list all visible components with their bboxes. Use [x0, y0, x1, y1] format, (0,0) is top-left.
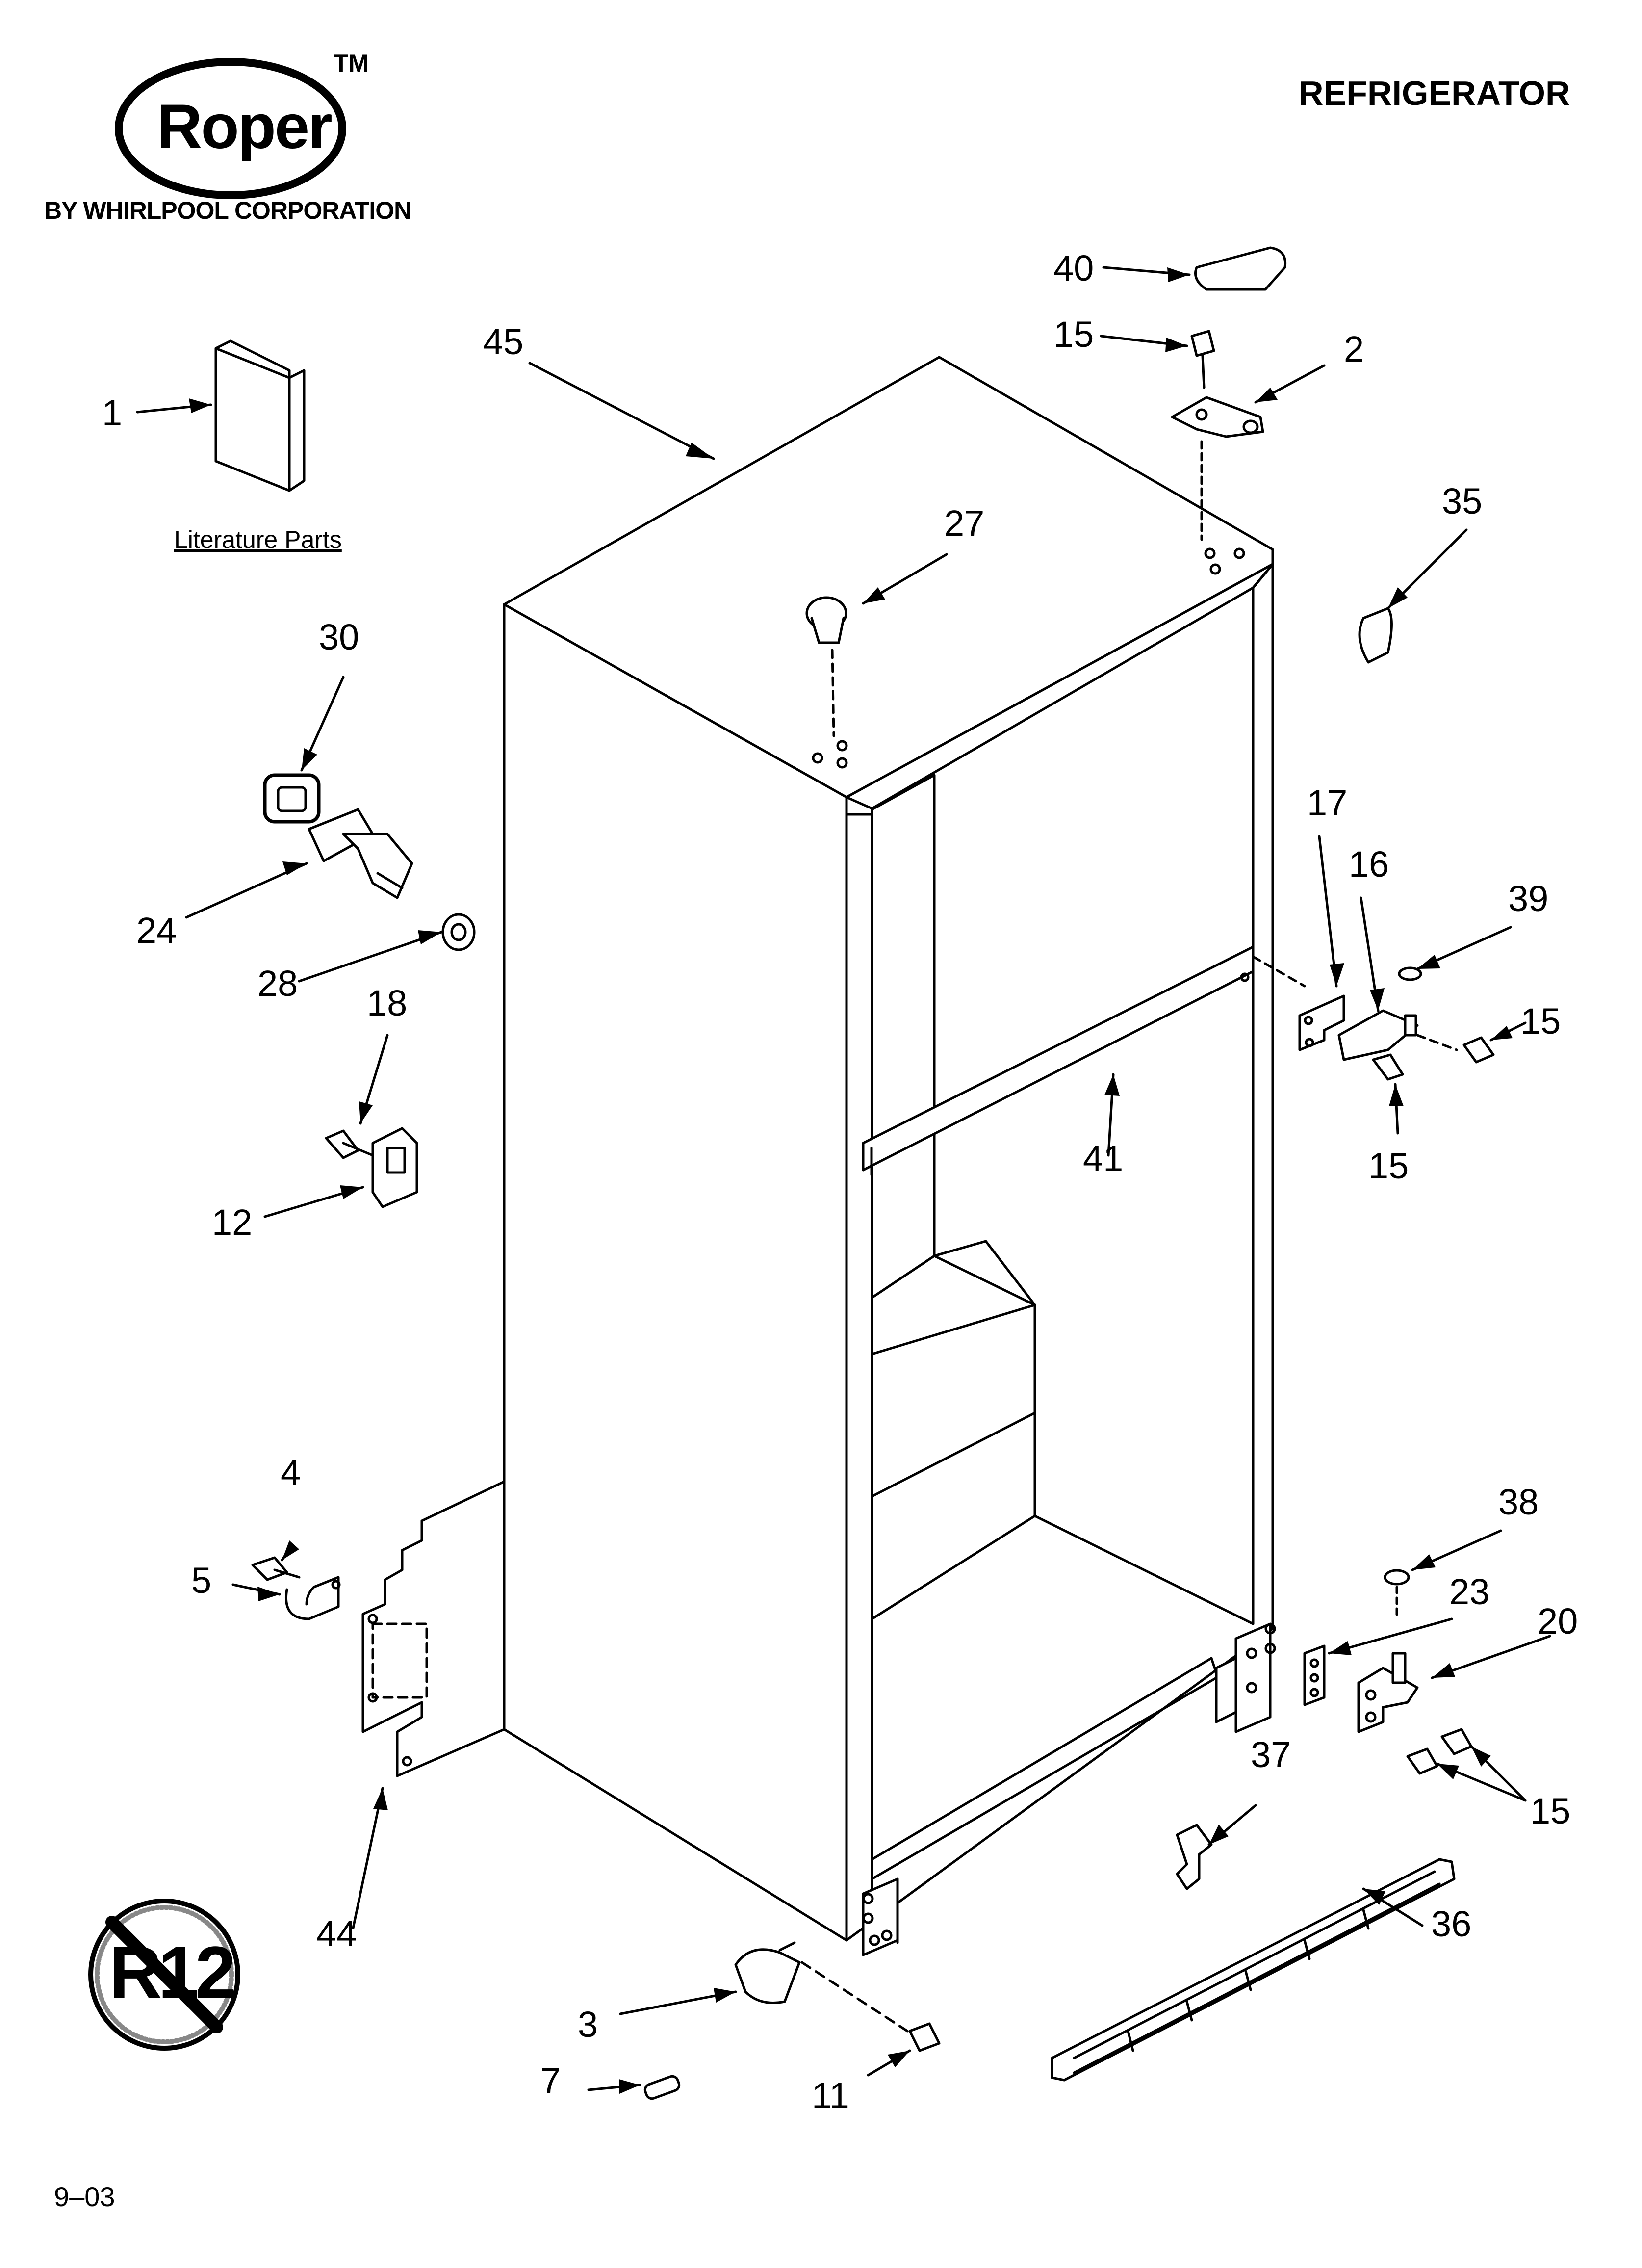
center-rail: [862, 945, 1255, 1176]
callout-11: 11: [812, 2075, 849, 2116]
part-3-roller: [734, 1941, 909, 2033]
brand-byline: BY WHIRLPOOL CORPORATION: [44, 197, 411, 224]
part-27-plug: [805, 596, 847, 737]
part-4-screw: [251, 1556, 301, 1581]
callout-39: 39: [1508, 878, 1549, 919]
part-35-cover: [1358, 607, 1393, 664]
callout-30: 30: [319, 617, 359, 657]
callout-15-middle-right: 15: [1520, 1001, 1561, 1042]
callout-15-bottom: 15: [1530, 1791, 1571, 1831]
callout-20: 20: [1538, 1601, 1578, 1642]
part-12-clip: [371, 1127, 418, 1208]
roper-logo: [115, 58, 346, 199]
literature-book: [214, 339, 306, 492]
trademark-mark: TM: [334, 50, 369, 77]
part-24-drain-tube: [308, 808, 413, 899]
callout-2: 2: [1344, 329, 1364, 369]
arrowheads: [189, 267, 1513, 2094]
callout-7: 7: [540, 2060, 561, 2101]
part-2-top-hinge: [1171, 396, 1264, 541]
no-r12-badge: [88, 1899, 240, 2051]
page-title: REFRIGERATOR: [1299, 74, 1570, 112]
footer-date: 9–03: [54, 2181, 115, 2212]
part-7-pin: [643, 2075, 681, 2100]
callout-44: 44: [316, 1913, 357, 1954]
part-5-clamp: [285, 1576, 341, 1620]
callout-15-top: 15: [1053, 314, 1094, 355]
part-30-bushing: [263, 773, 321, 824]
brand-logo-text: Roper: [157, 92, 333, 162]
callout-40: 40: [1053, 248, 1094, 288]
no-r12-badge-text: R12: [109, 1931, 236, 2013]
part-18-screw: [325, 1129, 374, 1159]
callout-36: 36: [1431, 1903, 1472, 1944]
part-15-top-screw: [1190, 330, 1215, 389]
callout-18: 18: [367, 983, 408, 1023]
part-11-screw: [908, 2022, 941, 2052]
bottom-hinge-assembly: [1303, 1569, 1473, 1775]
callout-28: 28: [257, 963, 298, 1004]
callout-12: 12: [212, 1202, 253, 1243]
callout-35: 35: [1442, 481, 1483, 521]
callout-1: 1: [102, 392, 123, 433]
callout-37: 37: [1251, 1734, 1291, 1775]
callout-27: 27: [944, 503, 985, 544]
part-40-hinge-cover: [1194, 246, 1287, 291]
callout-41: 41: [1083, 1138, 1124, 1179]
callout-4: 4: [281, 1452, 301, 1493]
side-panel-44: [361, 1480, 506, 1777]
callout-23: 23: [1449, 1571, 1490, 1612]
part-37-clip: [1176, 1824, 1213, 1890]
cabinet-body: [503, 356, 1274, 1956]
bottom-hinge-bracket: [1215, 1622, 1276, 1733]
middle-hinge-assembly: [1252, 955, 1495, 1081]
callout-45: 45: [483, 321, 524, 362]
callout-15-middle-lower: 15: [1368, 1146, 1409, 1186]
part-36-grille: [1051, 1858, 1456, 2082]
callout-5: 5: [191, 1560, 212, 1601]
callout-16: 16: [1349, 844, 1389, 885]
literature-caption: Literature Parts: [174, 526, 342, 553]
callout-17: 17: [1307, 782, 1348, 823]
callout-24: 24: [136, 910, 177, 951]
callout-38: 38: [1498, 1482, 1539, 1522]
callout-3: 3: [578, 2004, 598, 2045]
part-28-grommet: [441, 913, 476, 951]
